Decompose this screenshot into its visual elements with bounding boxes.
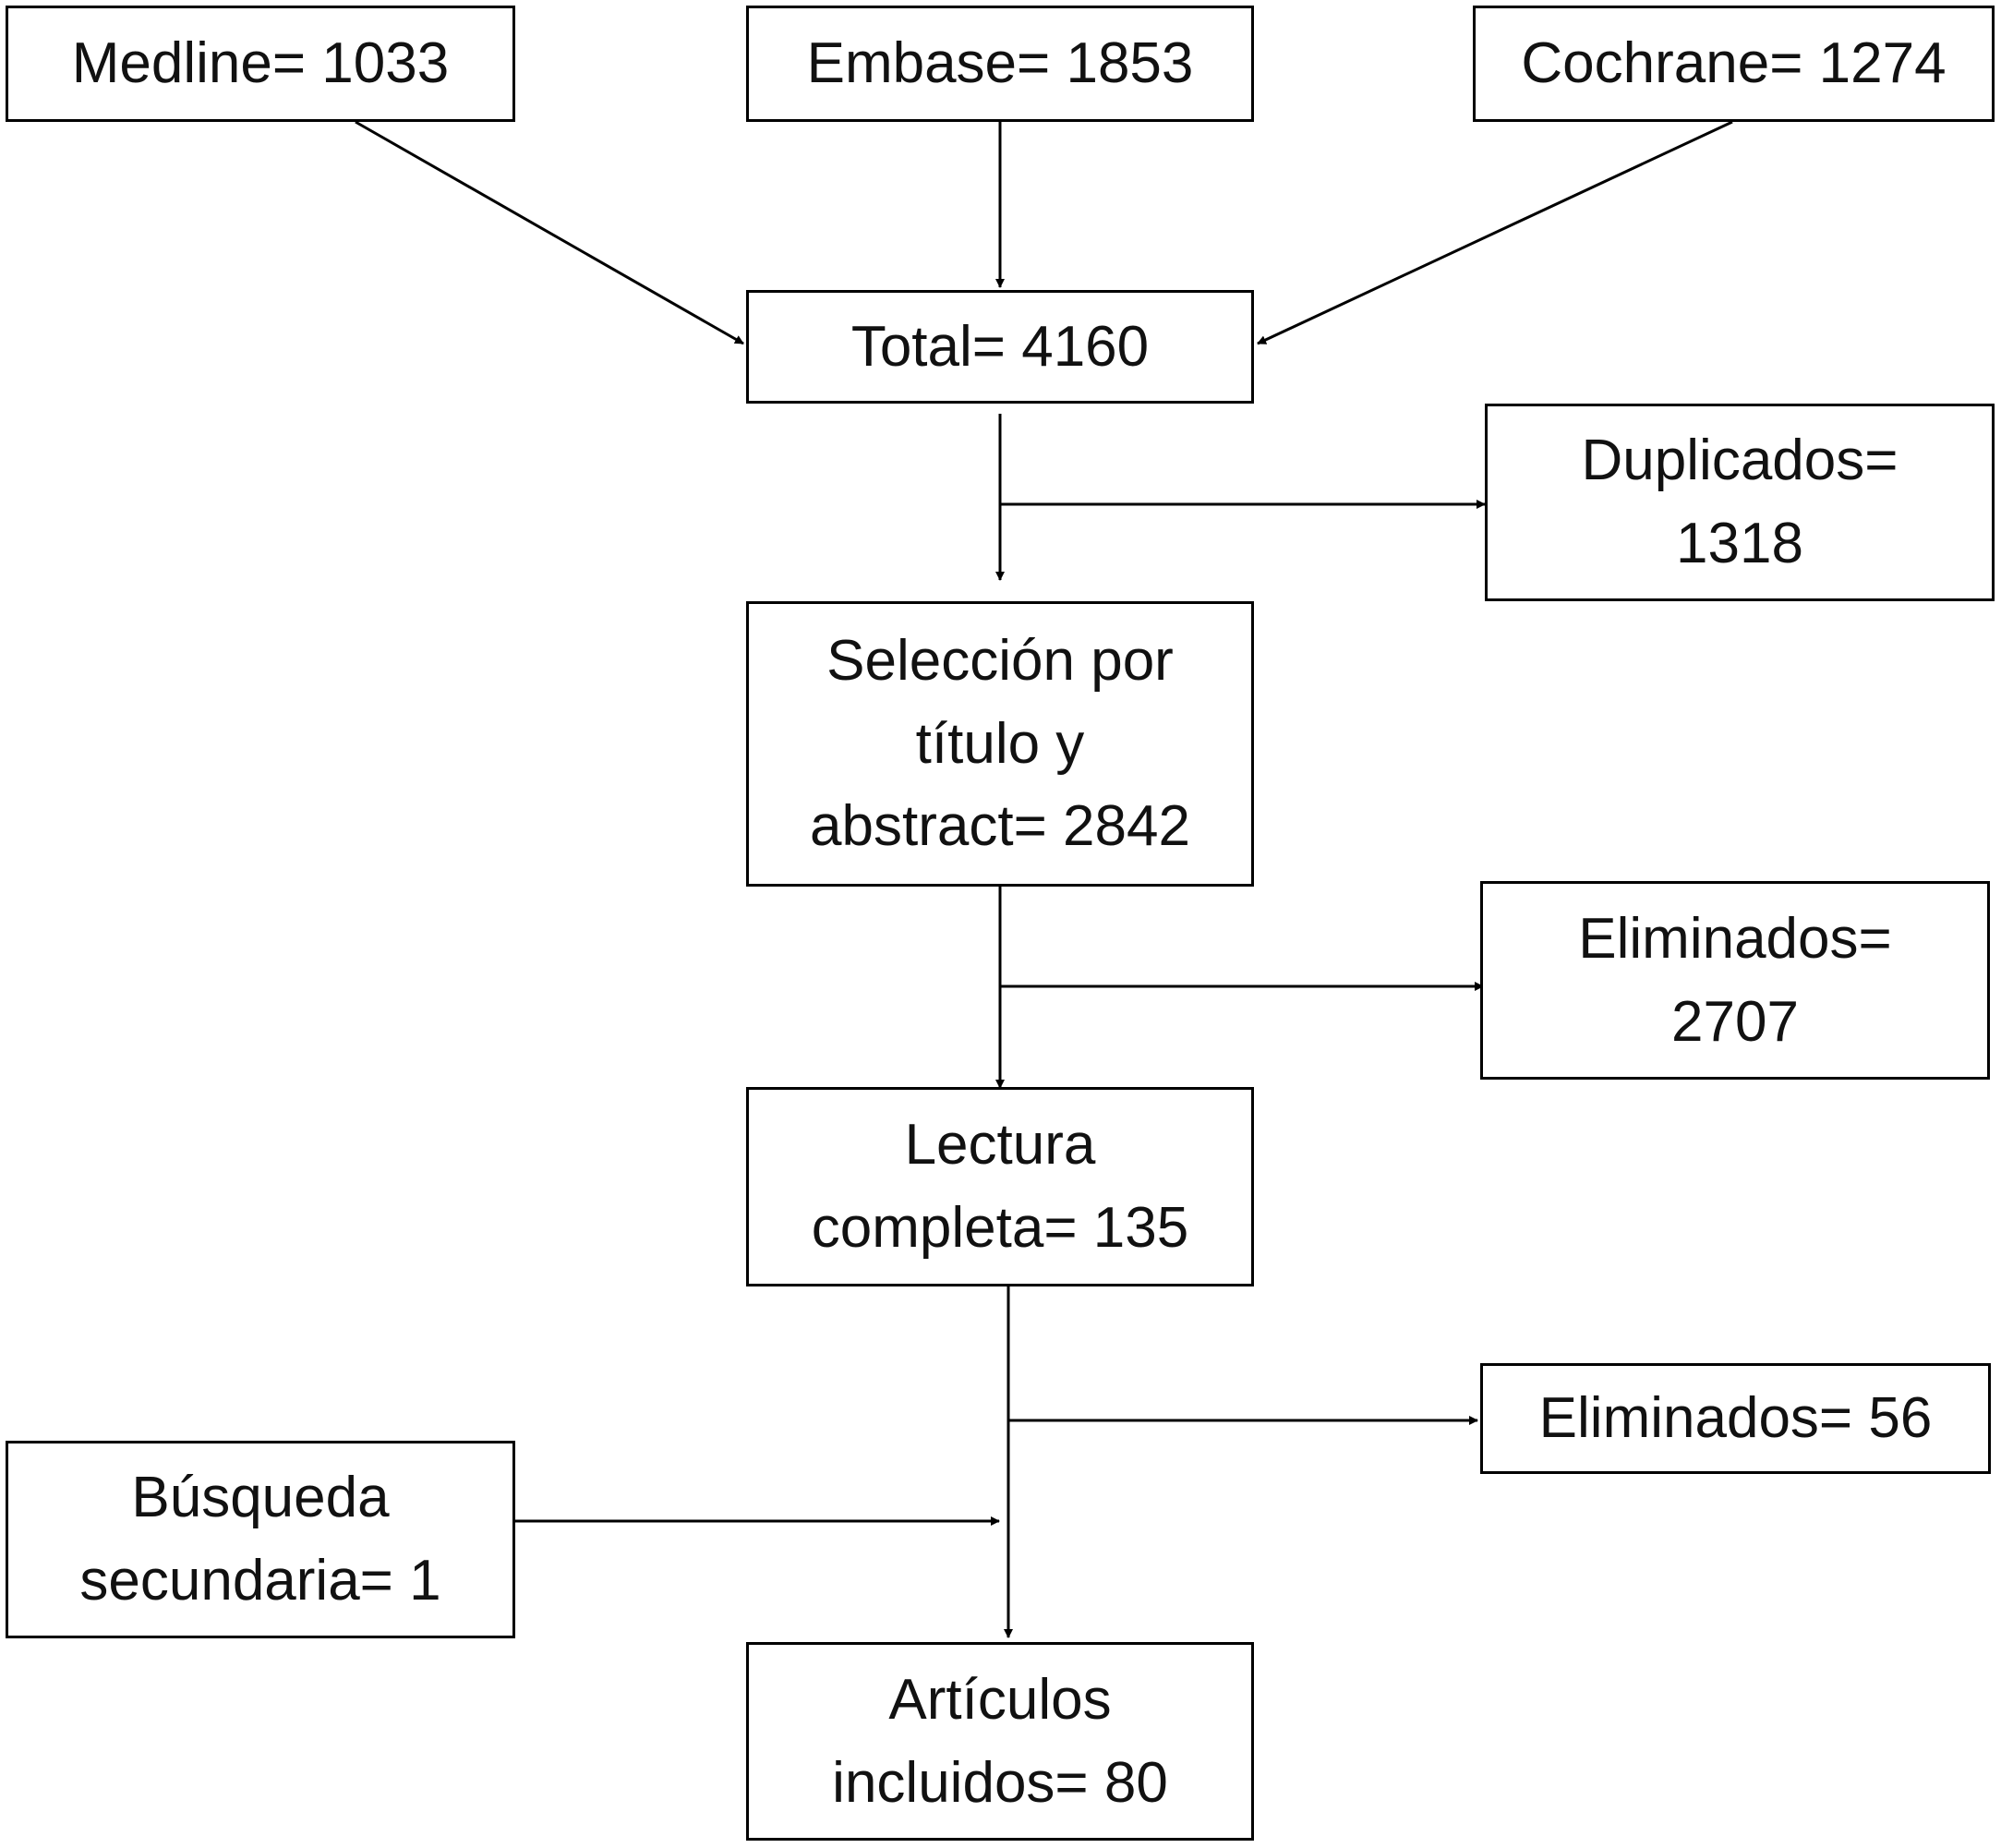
box-embase: Embase= 1853 (746, 6, 1254, 122)
box-total: Total= 4160 (746, 290, 1254, 404)
arrow-medline-to-total (355, 120, 744, 345)
box-excluded-full-text: Eliminados= 56 (1480, 1363, 1991, 1474)
box-cochrane: Cochrane= 1274 (1473, 6, 1995, 122)
box-cochrane-text: Cochrane= 1274 (1521, 31, 1947, 96)
box-medline: Medline= 1033 (6, 6, 515, 122)
box-included: Artículos incluidos= 80 (746, 1642, 1254, 1841)
box-secondary-search: Búsqueda secundaria= 1 (6, 1441, 515, 1638)
box-excluded-screening: Eliminados= 2707 (1480, 881, 1990, 1080)
box-duplicates: Duplicados= 1318 (1485, 404, 1995, 601)
box-embase-text: Embase= 1853 (806, 31, 1194, 96)
box-duplicates-text: Duplicados= 1318 (1581, 429, 1899, 575)
box-excluded-full-text-text: Eliminados= 56 (1538, 1386, 1933, 1451)
box-medline-text: Medline= 1033 (71, 31, 450, 96)
box-screening: Selección por título y abstract= 2842 (746, 601, 1254, 887)
box-secondary-search-text: Búsqueda secundaria= 1 (79, 1466, 441, 1612)
box-full-text: Lectura completa= 135 (746, 1087, 1254, 1286)
box-full-text-text: Lectura completa= 135 (811, 1113, 1189, 1260)
box-excluded-screening-text: Eliminados= 2707 (1578, 906, 1892, 1054)
arrow-cochrane-to-total (1257, 120, 1733, 345)
box-screening-text: Selección por título y abstract= 2842 (810, 628, 1190, 859)
box-included-text: Artículos incluidos= 80 (832, 1667, 1168, 1815)
box-total-text: Total= 4160 (850, 314, 1150, 379)
